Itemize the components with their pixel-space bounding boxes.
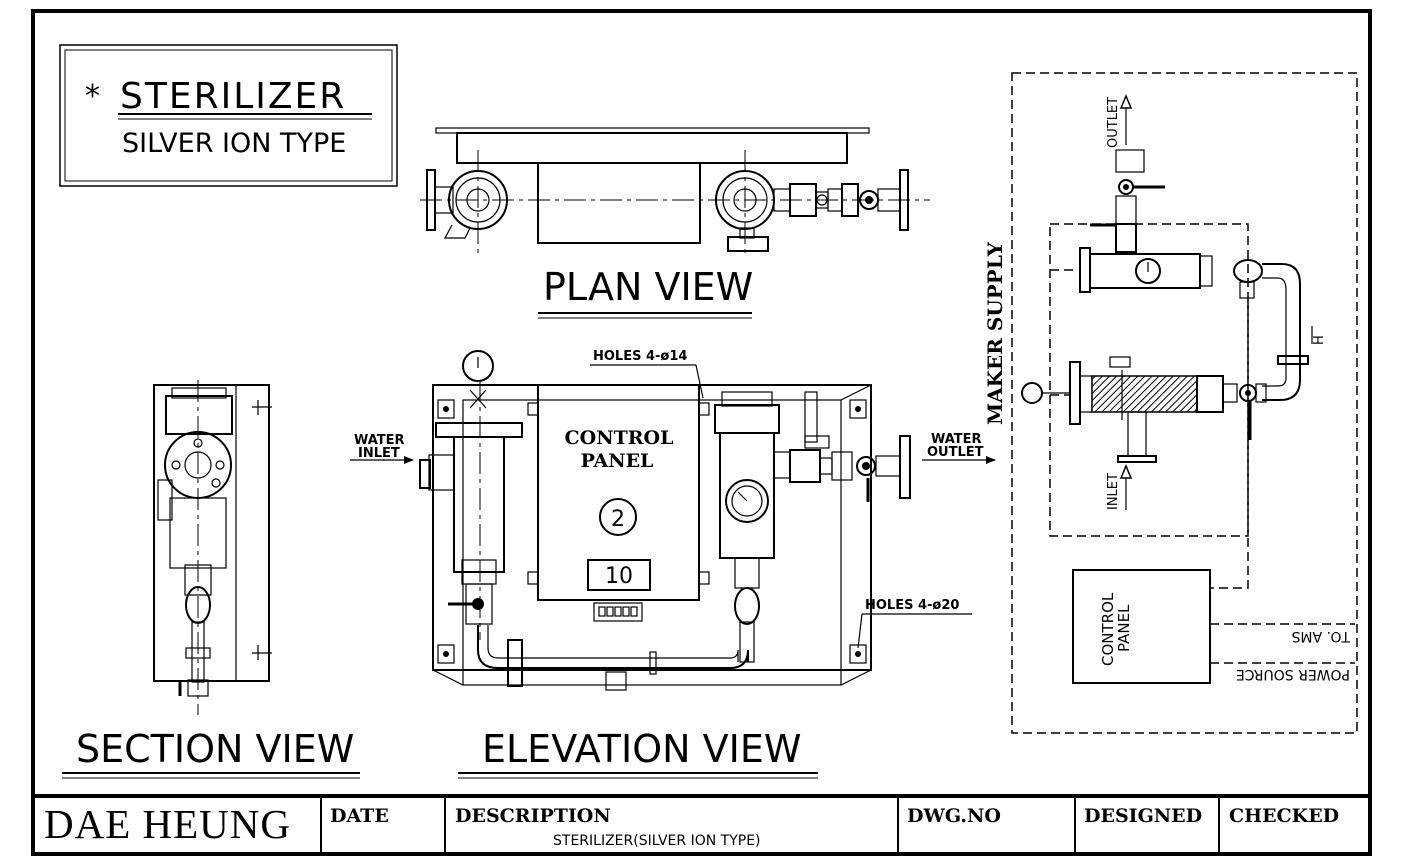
maker-supply-schematic: MAKER SUPPLY OUTLET H: [983, 72, 1358, 734]
h-mark: H: [1312, 335, 1327, 345]
holes-top-label: HOLES 4-ø14: [593, 349, 687, 364]
section-view-label: SECTION VIEW: [76, 727, 354, 771]
description-value: STERILIZER(SILVER ION TYPE): [553, 833, 761, 849]
subtitle-text: SILVER ION TYPE: [122, 128, 346, 159]
power-source-label: POWER SOURCE: [1236, 666, 1350, 682]
plan-view-label: PLAN VIEW: [543, 265, 753, 309]
outlet-label: OUTLET: [1106, 97, 1121, 148]
inlet-label: INLET: [1106, 473, 1121, 510]
checked-label: CHECKED: [1229, 805, 1339, 827]
elev-circle-number: 2: [611, 507, 625, 532]
holes-bottom-label: HOLES 4-ø20: [865, 598, 959, 613]
water-outlet-label-1: WATER: [931, 432, 982, 447]
schematic-control-label-1: CONTROL: [1099, 592, 1117, 666]
elev-display-number: 10: [605, 564, 633, 589]
title-box: * STERILIZER SILVER ION TYPE: [59, 44, 398, 187]
title-text: STERILIZER: [120, 76, 346, 117]
to-ams-label: TO. AMS: [1291, 628, 1351, 644]
water-outlet-label-2: OUTLET: [927, 445, 984, 460]
elevation-view-drawing: CONTROL PANEL 2 10: [350, 349, 996, 779]
sheet-border: [31, 9, 1372, 856]
schematic-control-label-2: PANEL: [1115, 604, 1133, 652]
elev-control-label-2: PANEL: [581, 450, 654, 472]
elev-control-label-1: CONTROL: [565, 427, 674, 449]
title-block: DAE HEUNG DATE DESCRIPTION STERILIZER(SI…: [33, 794, 1370, 854]
section-view-drawing: SECTION VIEW: [62, 380, 360, 779]
dwg-no-label: DWG.NO: [907, 805, 1001, 827]
elevation-view-label: ELEVATION VIEW: [482, 727, 801, 771]
plan-view-drawing: PLAN VIEW: [420, 127, 930, 319]
water-inlet-label-2: INLET: [358, 446, 400, 461]
title-marker: *: [85, 79, 100, 114]
date-label: DATE: [330, 805, 389, 827]
designed-label: DESIGNED: [1084, 805, 1202, 827]
description-label: DESCRIPTION: [455, 805, 611, 827]
company-name: DAE HEUNG: [44, 801, 291, 847]
water-inlet-label-1: WATER: [354, 433, 405, 448]
maker-supply-label: MAKER SUPPLY: [983, 241, 1007, 425]
